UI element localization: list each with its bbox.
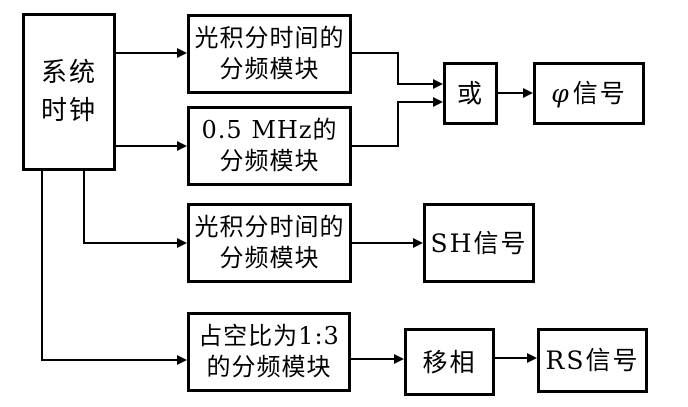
arrowhead-icon	[177, 355, 187, 365]
line-segment	[352, 145, 399, 147]
line-segment	[397, 52, 399, 85]
line-segment	[397, 101, 399, 147]
node-sh-signal-label: SH信号	[430, 228, 528, 258]
node-system-clock: 系统 时钟	[22, 13, 116, 171]
line-segment	[352, 52, 399, 54]
node-rs-signal-label: RS信号	[545, 346, 640, 375]
node-sh-signal: SH信号	[423, 203, 535, 283]
node-rs-signal: RS信号	[537, 328, 648, 393]
line-segment	[351, 358, 394, 360]
arrowhead-icon	[177, 141, 187, 151]
line-segment	[497, 92, 523, 94]
node-or-gate: 或	[443, 62, 498, 125]
line-segment	[116, 52, 177, 54]
line-segment	[83, 171, 85, 244]
node-integration-divider-top-label: 光积分时间的 分频模块	[194, 24, 345, 83]
node-duty-divider-label: 占空比为1:3 的分频模块	[198, 322, 340, 381]
line-segment	[352, 242, 413, 244]
node-phase-shift: 移相	[404, 328, 495, 396]
arrowhead-icon	[433, 97, 443, 107]
line-segment	[397, 101, 433, 103]
line-segment	[41, 359, 177, 361]
arrowhead-icon	[523, 88, 533, 98]
node-integration-divider-mid: 光积分时间的 分频模块	[187, 203, 352, 283]
phi-symbol: φ	[551, 79, 569, 108]
node-phi-signal: φ 信号	[533, 62, 645, 125]
line-segment	[41, 171, 43, 361]
arrowhead-icon	[433, 79, 443, 89]
arrowhead-icon	[527, 353, 537, 363]
node-phase-shift-label: 移相	[422, 347, 477, 377]
arrowhead-icon	[413, 238, 423, 248]
node-integration-divider-top: 光积分时间的 分频模块	[187, 14, 352, 94]
node-phi-signal-label: 信号	[572, 79, 627, 108]
node-or-gate-label: 或	[456, 79, 484, 108]
line-segment	[83, 242, 177, 244]
node-mhz-divider-label: 0.5 MHz的 分频模块	[201, 116, 338, 175]
node-integration-divider-mid-label: 光积分时间的 分频模块	[194, 213, 345, 272]
line-segment	[116, 145, 177, 147]
arrowhead-icon	[394, 354, 404, 364]
arrowhead-icon	[177, 48, 187, 58]
node-system-clock-label: 系统 时钟	[40, 58, 97, 126]
line-segment	[495, 357, 527, 359]
arrowhead-icon	[177, 238, 187, 248]
node-duty-divider: 占空比为1:3 的分频模块	[187, 312, 351, 392]
line-segment	[397, 83, 433, 85]
node-mhz-divider: 0.5 MHz的 分频模块	[187, 106, 352, 186]
